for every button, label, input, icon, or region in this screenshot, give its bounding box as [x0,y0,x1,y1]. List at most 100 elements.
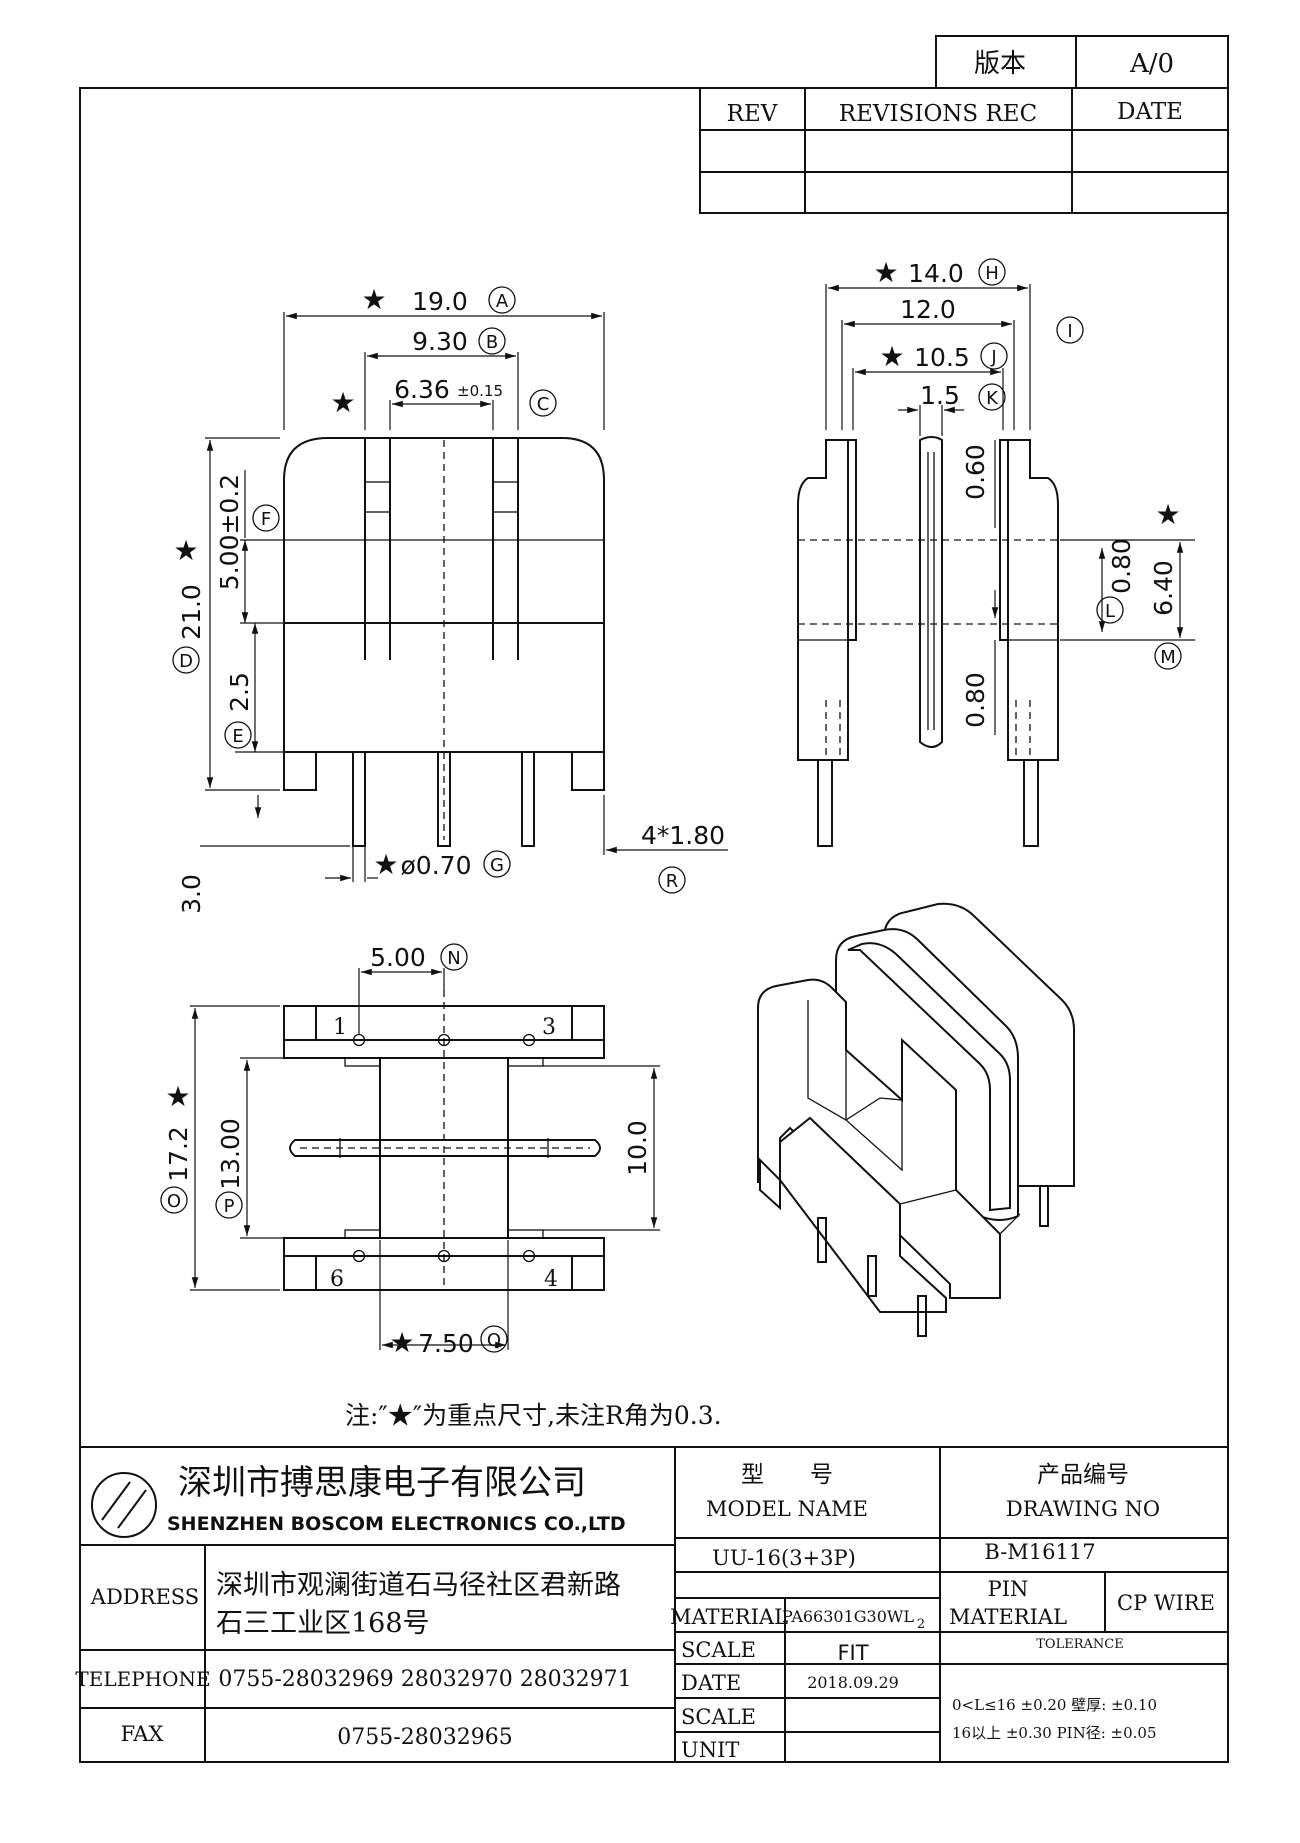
dim-e-value: 2.5 [225,672,254,712]
star-d: ★ [173,534,198,567]
fax-label: FAX [121,1722,164,1746]
label-q: Q [487,1330,501,1351]
dim-d-value: 21.0 [177,584,206,640]
bottom-view: 1 3 6 4 5.00 N ★ 17.2 O 13.00 P 10.0 [160,943,660,1359]
label-c: C [537,394,550,415]
revisions-rec-header: REVISIONS REC [839,101,1037,127]
dim-b-value: 9.30 [412,327,468,356]
label-g: G [490,855,504,876]
label-i: I [1067,321,1072,342]
label-f: F [261,509,271,530]
revision-table: REV REVISIONS REC DATE [699,87,1229,214]
label-p: P [224,1196,235,1217]
company-name-en: SHENZHEN BOSCOM ELECTRONICS CO.,LTD [167,1513,626,1535]
telephone-value: 0755-28032969 28032970 28032971 [218,1667,631,1692]
telephone-label: TELEPHONE [75,1667,210,1691]
version-label: 版本 [974,49,1026,79]
date-header: DATE [1117,99,1183,125]
isometric-view [757,902,1075,1337]
version-value: A/0 [1129,49,1174,79]
label-h: H [985,263,999,284]
dim-p-value: 13.00 [216,1118,245,1190]
material-subscript: 2 [917,1617,925,1632]
date-value: 2018.09.29 [807,1673,899,1692]
drawing-value: B-M16117 [984,1540,1095,1564]
label-e: E [232,726,243,747]
dim-c-tol: ±0.15 [457,382,503,400]
scale-value: FIT [837,1641,868,1665]
tolerance-row1: 0<L≤16 ±0.20 壁厚: ±0.10 [952,1696,1157,1714]
star-c: ★ [330,386,355,419]
label-a: A [496,291,509,312]
label-d: D [179,651,193,672]
label-o: O [167,1191,181,1212]
dim-q-value: 7.50 [418,1329,474,1358]
dim-top-value: 0.60 [961,444,990,500]
unit-label: UNIT [681,1738,739,1762]
dim-h-value: 14.0 [908,259,964,288]
label-n: N [447,948,460,969]
dim-o-value: 17.2 [164,1126,193,1182]
company-logo [91,1472,157,1538]
drawing-header-cn: 产品编号 [1037,1462,1129,1488]
cp-wire: CP WIRE [1117,1591,1215,1615]
note-text: 注:″★″为重点尺寸,未注R角为0.3. [345,1401,722,1430]
dim-m-value: 6.40 [1149,560,1178,616]
side-view: ★ 14.0 H 12.0 I ★ 10.5 J 1.5 K 0.60 [797,256,1195,847]
pin-material-line2: MATERIAL [949,1605,1067,1629]
star-h: ★ [873,256,898,289]
pin-material-line1: PIN [988,1577,1029,1601]
star-q: ★ [389,1326,414,1359]
fax-value: 0755-28032965 [337,1725,512,1750]
dim-a-value: 19.0 [412,287,468,316]
rev-header: REV [727,101,778,127]
dim-c-value: 6.36 [394,375,450,404]
pin-6: 6 [330,1267,344,1292]
model-value: UU-16(3+3P) [712,1546,856,1570]
scale2-label: SCALE [681,1705,756,1729]
company-name-cn: 深圳市搏思康电子有限公司 [178,1463,586,1503]
address-line1: 深圳市观澜街道石马径社区君新路 [216,1570,621,1601]
dim-j-value: 10.5 [914,343,970,372]
pin-4: 4 [544,1267,558,1292]
dim-g-value: ø0.70 [401,851,472,880]
version-box: 版本 A/0 [935,35,1229,89]
label-j: J [990,347,996,368]
dim-12-value: 12.0 [900,295,956,324]
tolerance-label: TOLERANCE [1036,1637,1123,1652]
date-label: DATE [681,1671,741,1695]
model-header-en: MODEL NAME [706,1497,868,1521]
dim-k-value: 1.5 [920,381,960,410]
dim-bottom-value: 0.80 [961,672,990,728]
title-block: 深圳市搏思康电子有限公司 SHENZHEN BOSCOM ELECTRONICS… [75,1446,1228,1762]
label-b: B [486,332,498,353]
dim-l-value: 0.80 [1107,538,1136,594]
dim-n-value: 5.00 [370,943,426,972]
dim-f-value: 5.00±0.2 [215,474,244,590]
star-g: ★ [373,848,398,881]
pin-1: 1 [333,1015,347,1040]
front-view: ★ 19.0 A 9.30 B 6.36 ±0.15 ★ C ★ 21.0 D … [172,283,728,914]
tolerance-row2: 16以上 ±0.30 PIN径: ±0.05 [952,1724,1157,1742]
pin-3: 3 [542,1015,556,1040]
star-j: ★ [879,340,904,373]
material-label: MATERIAL [670,1605,788,1629]
address-label: ADDRESS [90,1585,199,1609]
star-a: ★ [361,283,386,316]
drawing-header-en: DRAWING NO [1006,1497,1160,1521]
star-m: ★ [1155,498,1180,531]
scale-label: SCALE [681,1638,756,1662]
label-l: L [1105,601,1115,622]
material-value: PA66301G30WL [782,1607,914,1626]
dim-pin-length: 3.0 [177,874,206,914]
drawing-frame [79,87,1229,1763]
address-line2: 石三工业区168号 [216,1608,430,1639]
model-header-cn: 型 号 [741,1462,833,1488]
star-o: ★ [165,1080,190,1113]
dim-span-value: 10.0 [623,1120,652,1176]
dim-r-value: 4*1.80 [641,821,725,850]
label-m: M [1160,647,1176,668]
label-k: K [986,388,999,409]
label-r: R [666,871,679,892]
